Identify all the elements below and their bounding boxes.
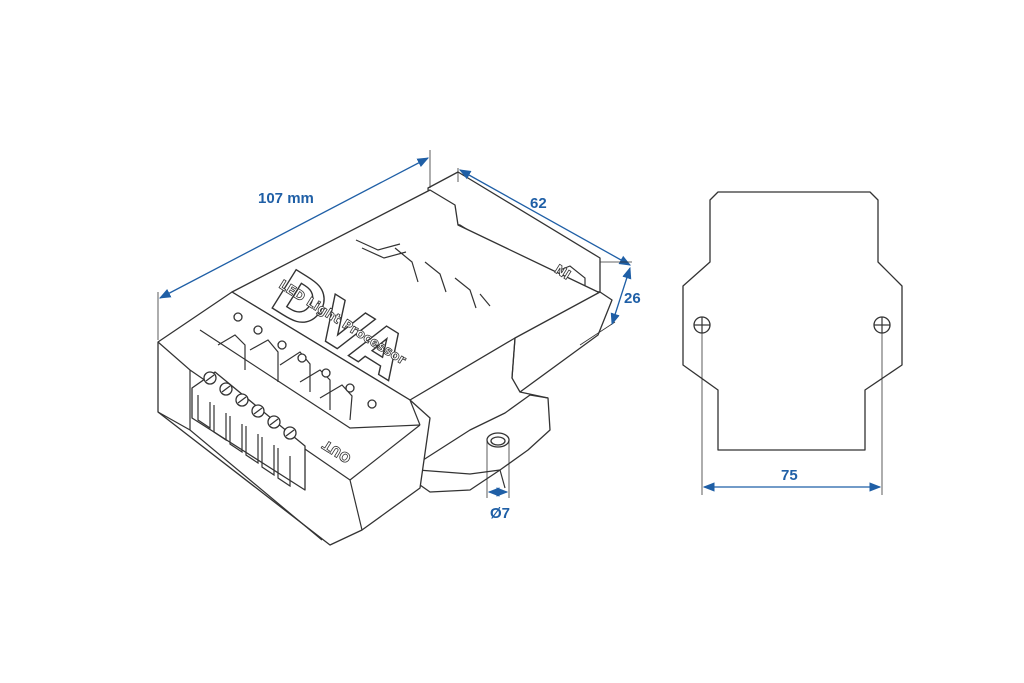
mounting-plate-top-view: 75 (682, 191, 903, 495)
dimension-height-label: 26 (624, 290, 641, 307)
dimension-spacing-label: 75 (781, 467, 798, 484)
plate-hole-right (873, 316, 891, 334)
dimension-length-label: 107 mm (258, 190, 314, 207)
device-isometric-view: DVA LED Light Processor OUT IN (157, 171, 613, 546)
dimension-line-length (158, 157, 430, 299)
terminal-screws (203, 371, 297, 440)
dimension-hole-label: Ø7 (490, 505, 510, 522)
housing-front (157, 291, 431, 546)
dimension-width-label: 62 (530, 195, 547, 212)
terminal-slots (197, 395, 291, 488)
dimension-line-width (458, 169, 632, 266)
dimension-annotations-iso: 107 mm 62 26 Ø7 (157, 150, 641, 522)
plate-outline (682, 191, 903, 451)
plate-hole-left (693, 316, 711, 334)
dimension-line-height (610, 266, 632, 326)
mounting-plate (409, 394, 551, 493)
embossed-traces (217, 312, 377, 421)
